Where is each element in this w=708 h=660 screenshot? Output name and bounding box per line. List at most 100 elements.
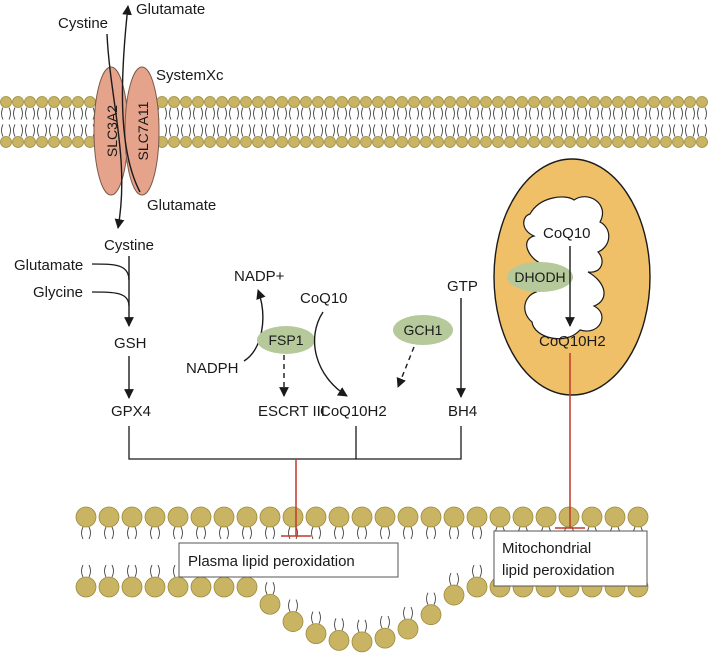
lipid-head: [0, 96, 12, 108]
lipid-head: [480, 96, 492, 108]
lipid-head: [336, 96, 348, 108]
lipid-tail: [284, 124, 287, 137]
lipid-head: [360, 136, 372, 148]
lipid-tail: [272, 124, 275, 137]
lipid-tail: [289, 124, 292, 137]
lipid-tail: [81, 564, 84, 578]
glutamate-export-arrow: [121, 5, 141, 193]
lipid-tail: [380, 615, 383, 629]
lipid-tail: [284, 107, 287, 120]
lipid-tail: [452, 124, 455, 137]
lipid-tail: [620, 107, 623, 120]
lipid-tail: [313, 107, 316, 120]
lipid-tail: [332, 124, 335, 137]
lipid-tail: [380, 124, 383, 137]
lipid-tail: [176, 107, 179, 120]
lipid-tail: [85, 107, 88, 120]
lipid-tail: [613, 107, 616, 120]
lipid-tail: [553, 107, 556, 120]
lipid-tail: [517, 107, 520, 120]
lipid-tail: [680, 107, 683, 120]
lipid-tail: [49, 107, 52, 120]
lipid-head: [48, 96, 60, 108]
lipid-tail: [357, 526, 360, 540]
lipid-tail: [500, 107, 503, 120]
lipid-head: [397, 506, 419, 528]
lipid-head: [228, 136, 240, 148]
lipid-tail: [589, 107, 592, 120]
lipid-tail: [308, 107, 311, 120]
lipid-tail: [505, 107, 508, 120]
lipid-head: [420, 96, 432, 108]
lipid-tail: [673, 124, 676, 137]
lipid-tail: [205, 124, 208, 137]
lipid-head: [84, 96, 96, 108]
lipid-tail: [249, 526, 252, 540]
lipid-tail: [704, 107, 707, 120]
lipid-head: [324, 96, 336, 108]
lipid-tail: [433, 124, 436, 137]
lipid-tail: [637, 107, 640, 120]
lipid-tail: [341, 618, 344, 631]
lipid-tail: [127, 564, 130, 578]
lipid-head: [684, 96, 696, 108]
lipid-tail: [277, 124, 280, 137]
lipid-head: [121, 506, 143, 528]
lipid-head: [648, 136, 660, 148]
lipid-tail: [203, 526, 206, 540]
lipid-tail: [529, 107, 532, 120]
lipid-tail: [601, 124, 604, 137]
lipid-head: [24, 96, 36, 108]
lipid-head: [236, 506, 258, 528]
lipid-tail: [524, 107, 527, 120]
lipid-head: [72, 96, 84, 108]
lipid-head: [384, 136, 396, 148]
lipid-tail: [577, 107, 580, 120]
lipid-tail: [80, 124, 83, 137]
lipid-tail: [236, 107, 239, 120]
lipid-head: [648, 96, 660, 108]
lipid-tail: [392, 107, 395, 120]
lipid-tail: [426, 526, 429, 540]
lipid-head: [396, 136, 408, 148]
glutamate-intracellular: Glutamate: [147, 197, 216, 214]
lipid-head: [636, 136, 648, 148]
lipid-tail: [373, 124, 376, 137]
lipid-tail: [260, 124, 263, 137]
lipid-head: [600, 136, 612, 148]
lipid-head: [168, 136, 180, 148]
lipid-tail: [349, 107, 352, 120]
lipid-tail: [164, 107, 167, 120]
lipid-tail: [242, 526, 245, 540]
systemxc-label: SystemXc: [156, 67, 224, 84]
lipid-tail: [318, 526, 321, 540]
lipid-tail: [248, 107, 251, 120]
nadp-plus-node: NADP+: [234, 268, 285, 285]
fsp1-label: FSP1: [268, 332, 303, 348]
lipid-tail: [416, 124, 419, 137]
lipid-head: [408, 96, 420, 108]
lipid-tail: [157, 564, 160, 578]
lipid-tail: [385, 107, 388, 120]
gsh-node: GSH: [114, 335, 147, 352]
lipid-head: [252, 136, 264, 148]
lipid-tail: [488, 124, 491, 137]
bh4-node: BH4: [448, 403, 477, 420]
lipid-tail: [692, 124, 695, 137]
lipid-tail: [596, 107, 599, 120]
lipid-head: [348, 136, 360, 148]
lipid-tail: [272, 582, 275, 595]
lipid-tail: [61, 107, 64, 120]
lipid-head: [432, 136, 444, 148]
lipid-tail: [456, 526, 459, 540]
lipid-tail: [325, 107, 328, 120]
lipid-head: [512, 506, 534, 528]
lipid-tail: [409, 124, 412, 137]
lipid-head: [98, 506, 120, 528]
lipid-tail: [493, 107, 496, 120]
lipid-tail: [313, 124, 316, 137]
lipid-tail: [88, 526, 91, 540]
coq10-to-coq10h2-arrow: [313, 311, 348, 397]
lipid-tail: [85, 124, 88, 137]
lipid-head: [216, 96, 228, 108]
